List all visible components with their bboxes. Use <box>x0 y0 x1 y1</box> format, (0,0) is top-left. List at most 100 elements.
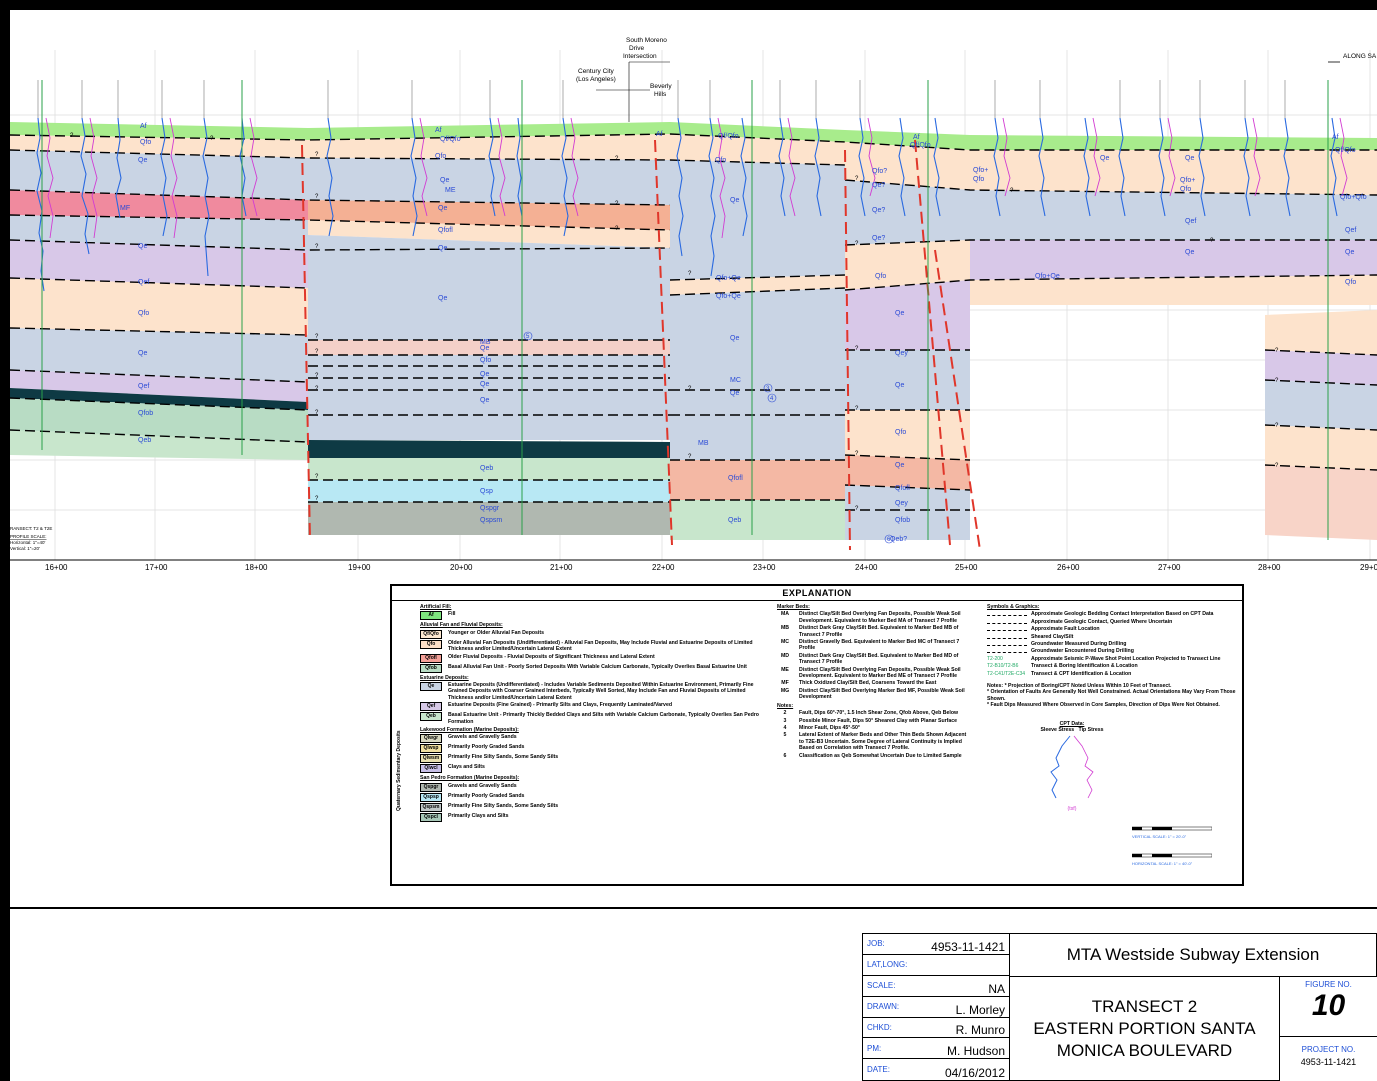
station-label: 29+0 <box>1360 563 1377 570</box>
svg-text:?: ? <box>1275 463 1279 469</box>
legend-symbol: T2-C41/T2E-C34 <box>987 670 1026 677</box>
title-block-info: JOB:4953-11-1421 LAT,LONG: SCALE:NA DRAW… <box>862 933 1010 1081</box>
svg-text:?: ? <box>615 201 619 207</box>
legend-swatch: Qeb <box>420 712 442 722</box>
svg-text:Qe: Qe <box>438 245 447 252</box>
beverly-hills-label: Beverly <box>650 83 672 90</box>
explanation-title: EXPLANATION <box>392 586 1242 601</box>
svg-text:?: ? <box>1275 378 1279 384</box>
profile-scale-note: RANSECT: T2 & T2E PROFILE SCALE: Horizon… <box>10 526 52 551</box>
svg-text:Qe: Qe <box>1185 155 1194 162</box>
legend-code: MB <box>780 625 790 632</box>
svg-text:Qsp: Qsp <box>480 488 493 495</box>
legend-code: 4 <box>783 724 787 731</box>
block-west <box>10 122 308 460</box>
svg-text:Qfo+Qe: Qfo+Qe <box>716 293 741 300</box>
legend-text: Estuarine Deposits (Undifferentiated) - … <box>448 682 754 701</box>
svg-text:MB: MB <box>480 339 491 346</box>
job-row: JOB:4953-11-1421 <box>863 934 1009 955</box>
legend-text: Distinct Clay/Silt Bed Overlying Fan Dep… <box>799 666 961 680</box>
cross-section-svg: South Moreno Drive Intersection Century … <box>10 37 1377 570</box>
svg-text:?: ? <box>315 194 319 200</box>
block-central <box>308 122 670 535</box>
svg-text:Qfo+: Qfo+ <box>973 167 988 174</box>
legend-text: Primarily Poorly Graded Sands <box>448 792 525 799</box>
legend-text: Distinct Gravelly Bed. Equivalent to Mar… <box>799 639 960 652</box>
legend-swatch: Qlwsp <box>420 744 442 754</box>
legend-code: ME <box>781 666 789 673</box>
svg-text:Af: Af <box>1332 134 1339 141</box>
svg-text:Qe: Qe <box>138 243 147 250</box>
legend-text: Approximate Fault Location <box>1031 626 1100 633</box>
svg-text:Qe: Qe <box>895 462 904 469</box>
svg-text:Qe: Qe <box>480 345 489 352</box>
svg-text:?: ? <box>855 406 859 412</box>
legend-swatch: Qspcl <box>420 812 442 822</box>
pm-row: PM:M. Hudson <box>863 1038 1009 1060</box>
legend-text: Groundwater Measured During Drilling <box>1031 641 1127 648</box>
legend-text: Fault, Dips 60°-70°, 1.5 Inch Shear Zone… <box>799 710 959 717</box>
legend-text: Gravels and Gravelly Sands <box>448 782 517 789</box>
legend-text: Distinct Dark Gray Clay/Silt Bed. Equiva… <box>799 652 959 666</box>
svg-text:Qef: Qef <box>1345 227 1356 234</box>
along-label: ALONG SA <box>1343 53 1377 60</box>
notes-heading: Notes: <box>777 702 794 709</box>
svg-text:Qe: Qe <box>480 371 489 378</box>
svg-text:Qfo: Qfo <box>435 153 446 160</box>
svg-text:Qfofl: Qfofl <box>438 227 453 234</box>
svg-text:?: ? <box>615 156 619 162</box>
svg-text:PROFILE SCALE:: PROFILE SCALE: <box>10 534 47 539</box>
station-label: 20+00 <box>450 563 473 570</box>
block-east <box>970 135 1377 540</box>
legend-swatch: Qe <box>420 682 442 692</box>
query-marks: ??? ??? ??? ??? ??? ??? ??? ??? ??? ??? <box>70 133 1279 512</box>
legend-row: Approximate Fault Location <box>987 626 1237 632</box>
svg-text:Qfofl: Qfofl <box>728 475 743 482</box>
cross-section: South Moreno Drive Intersection Century … <box>10 10 1377 570</box>
lakewood-heading: Lakewood Formation (Marine Deposits): <box>420 727 519 734</box>
svg-text:Qef: Qef <box>138 383 149 390</box>
estuarine-heading: Estuarine Deposits: <box>420 674 469 681</box>
svg-text:Qe?: Qe? <box>872 207 885 214</box>
legend-swatch: Qlwgr <box>420 734 442 744</box>
svg-text:Qey: Qey <box>895 500 908 507</box>
legend-symbol <box>987 641 1027 647</box>
legend-text: Clays and Silts <box>448 764 485 771</box>
figure-number-box: FIGURE NO. 10 <box>1280 977 1377 1037</box>
svg-text:Qe: Qe <box>1345 249 1354 256</box>
svg-text:Qspgr: Qspgr <box>480 505 500 512</box>
scale-row: SCALE:NA <box>863 976 1009 997</box>
station-label: 25+00 <box>955 563 978 570</box>
drawn-row: DRAWN:L. Morley <box>863 997 1009 1018</box>
legend-swatch: Af <box>420 611 442 621</box>
svg-text:Qspsm: Qspsm <box>480 517 502 524</box>
legend-text: Transect & CPT Identification & Location <box>1031 670 1132 677</box>
svg-text:Qeb?: Qeb? <box>890 536 907 543</box>
station-label: 24+00 <box>855 563 878 570</box>
svg-text:Qf/Qfo: Qf/Qfo <box>1335 147 1356 154</box>
legend-text: Estuarine Deposits (Fine Grained) - Prim… <box>448 702 672 709</box>
block-middle-east <box>670 122 845 540</box>
legend-code: MC <box>780 639 790 646</box>
svg-text:Qfo: Qfo <box>895 429 906 436</box>
svg-text:3: 3 <box>766 386 770 392</box>
svg-text:?: ? <box>315 410 319 416</box>
station-label: 23+00 <box>753 563 776 570</box>
station-label: 18+00 <box>245 563 268 570</box>
svg-text:Af: Af <box>656 131 663 138</box>
svg-text:Hills: Hills <box>654 91 667 98</box>
svg-text:?: ? <box>855 241 859 247</box>
cpt-id-ticks <box>37 80 1286 118</box>
svg-text:Qe: Qe <box>480 381 489 388</box>
legend-text: Minor Fault, Dips 45°-50° <box>799 724 860 731</box>
